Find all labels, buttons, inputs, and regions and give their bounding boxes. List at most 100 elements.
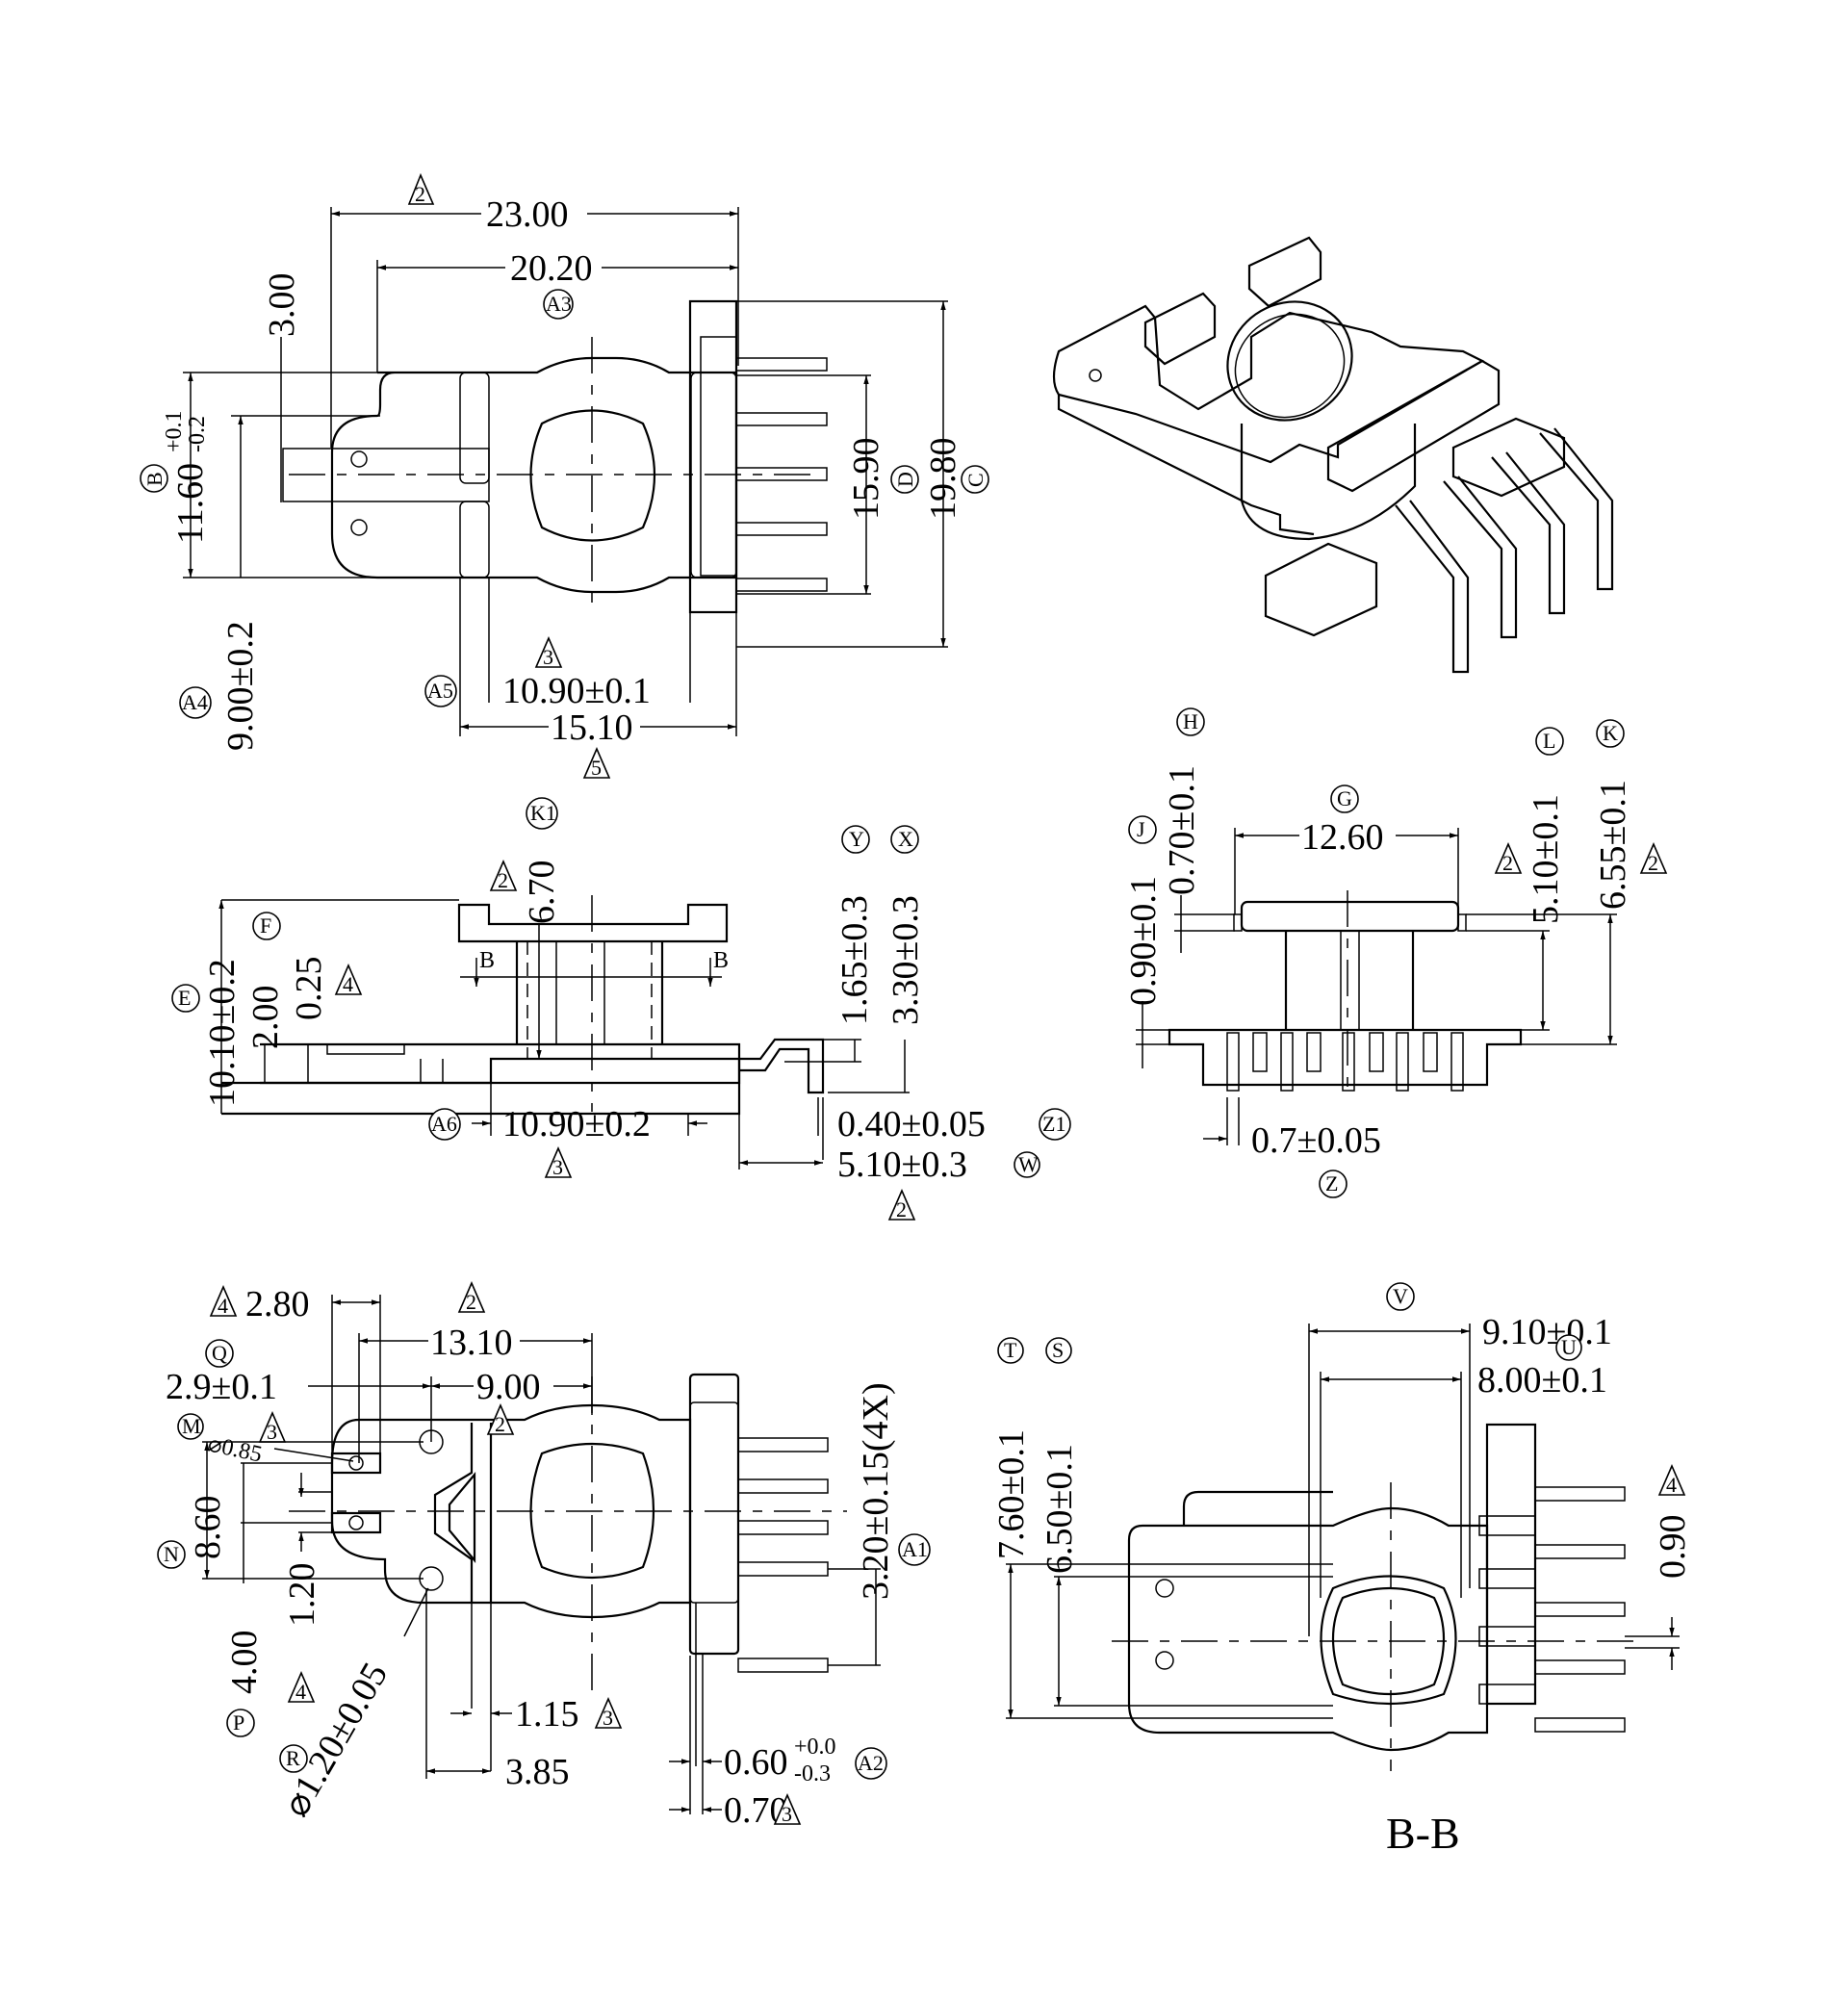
- bottom-side-inner: [689, 1401, 739, 1604]
- balloon: [898, 1533, 931, 1566]
- dim-pin-rise: 1.65±0.3: [834, 895, 875, 1025]
- balloon-label: B: [142, 472, 167, 486]
- dim-tab-width: 2.80: [245, 1284, 310, 1324]
- rev-label: 3: [552, 1155, 563, 1179]
- section-pin: [1534, 1659, 1626, 1675]
- balloon: [1039, 1108, 1071, 1141]
- balloon: [543, 289, 574, 320]
- rev-label: 4: [1666, 1473, 1677, 1497]
- dim-height-top: 6.70: [522, 861, 562, 925]
- dim-flange-thk: 2.00: [245, 986, 286, 1050]
- balloon: [841, 825, 870, 854]
- dim-hole-span: 4.00: [224, 1631, 265, 1695]
- rev-triangle: [287, 1670, 316, 1703]
- rev-label: 4: [295, 1680, 306, 1704]
- rev-triangle: [544, 1145, 573, 1178]
- rev-triangle: [407, 172, 435, 205]
- front-core: [1284, 931, 1415, 1030]
- iso-flange-edge: [1057, 395, 1315, 536]
- section-hole: [1155, 1651, 1174, 1670]
- iso-pin: [1491, 451, 1566, 615]
- dim-flange-thk: 0.70±0.1: [1162, 765, 1202, 895]
- tol-plus: +0.1: [162, 410, 187, 452]
- top-pin: [735, 578, 828, 592]
- top-rib-upper: [459, 372, 490, 484]
- section-pin-stub: [1478, 1515, 1536, 1536]
- balloon-label: X: [898, 827, 913, 851]
- balloon-label: A4: [182, 690, 208, 714]
- bottom-pin: [737, 1520, 829, 1535]
- balloon-label: K: [1603, 721, 1618, 745]
- balloon: [855, 1747, 887, 1780]
- dim-flange-width: 20.20: [510, 248, 593, 289]
- balloon: [157, 1540, 186, 1569]
- dim-outer-width: 9.10±0.1: [1482, 1312, 1612, 1352]
- rev-label: 2: [415, 182, 425, 206]
- dim-core-width: 10.90±0.1: [502, 671, 651, 711]
- front-pins: [1226, 1032, 1464, 1092]
- balloon-label: J: [1137, 817, 1145, 841]
- rev-triangle: [534, 635, 563, 668]
- bottom-view: 2.80 4 13.10 2 2.9±0.1 Q 9.00 2 ⌀0.85 M …: [157, 1280, 931, 1831]
- balloon-label: A5: [427, 679, 453, 703]
- balloon: [205, 1339, 234, 1368]
- balloon-label: K1: [530, 801, 556, 825]
- balloon: [226, 1709, 255, 1737]
- dim-hole-offset: 2.9±0.1: [166, 1367, 277, 1407]
- top-hole-1: [350, 450, 368, 468]
- section-pin: [1534, 1544, 1626, 1559]
- section-pin-stub: [1478, 1684, 1536, 1705]
- rev-triangle: [887, 1188, 916, 1221]
- balloon: [1014, 1151, 1040, 1178]
- front-flange-lip: [1233, 913, 1243, 932]
- dim-step: 0.25: [289, 957, 329, 1021]
- iso-flange-rail: [1326, 359, 1501, 493]
- iso-tab-1: [1143, 292, 1217, 366]
- rev-label: 4: [343, 972, 353, 996]
- dim-overall-width: 23.00: [486, 194, 569, 235]
- tol-minus: -0.3: [794, 1761, 831, 1787]
- front-pin: [1450, 1032, 1464, 1092]
- bottom-core-window: [529, 1442, 655, 1580]
- rev-triangle: [489, 859, 518, 891]
- balloon-label: A3: [546, 292, 572, 316]
- balloon: [1128, 815, 1157, 844]
- dim-outer-height: 7.60±0.1: [991, 1429, 1032, 1559]
- bottom-pin: [737, 1658, 829, 1673]
- dim-base-thk: 0.90±0.1: [1123, 876, 1164, 1006]
- leader-line: [403, 1587, 429, 1637]
- front-view: 12.60 G 0.90±0.1 J 0.70±0.1 H 5.10±0.1 L…: [1123, 707, 1668, 1198]
- dim-body-height: 11.60: [170, 463, 211, 544]
- dim-pin-dia: 0.90: [1653, 1515, 1693, 1580]
- dim-pin-thk: 0.40±0.05: [837, 1104, 986, 1144]
- balloon-label: Z: [1325, 1171, 1338, 1195]
- rev-label: 2: [498, 868, 508, 892]
- iso-foot-2: [1451, 417, 1566, 498]
- section-pin: [1534, 1486, 1626, 1502]
- iso-pin: [1395, 500, 1470, 674]
- front-pin: [1396, 1032, 1409, 1092]
- rev-triangle: [1494, 841, 1523, 874]
- dim-flange-span: 19.80: [923, 438, 963, 521]
- section-hole: [1155, 1579, 1174, 1598]
- section-body: [1127, 1506, 1489, 1752]
- front-slot: [1423, 1032, 1438, 1072]
- bottom-side-flange: [688, 1373, 740, 1656]
- side-pin: [739, 1038, 825, 1094]
- dim-overall-height: 6.55±0.1: [1593, 780, 1633, 910]
- front-slot: [1252, 1032, 1268, 1072]
- balloon-label: F: [260, 913, 271, 938]
- balloon-label: Y: [849, 827, 864, 851]
- rev-label: 5: [591, 756, 602, 780]
- section-title: B-B: [1386, 1809, 1460, 1858]
- rev-triangle: [582, 746, 611, 779]
- side-base-lower: [221, 1057, 741, 1116]
- front-pin: [1342, 1032, 1355, 1092]
- bottom-hole: [348, 1515, 364, 1530]
- balloon: [1555, 1334, 1582, 1361]
- dim-rib: 1.15: [515, 1694, 579, 1735]
- dim-hole-dia: ⌀0.85: [206, 1431, 265, 1467]
- rev-label: 2: [495, 1412, 505, 1436]
- dim-slot-height: 3.00: [262, 273, 302, 338]
- rev-label: 2: [1502, 851, 1513, 875]
